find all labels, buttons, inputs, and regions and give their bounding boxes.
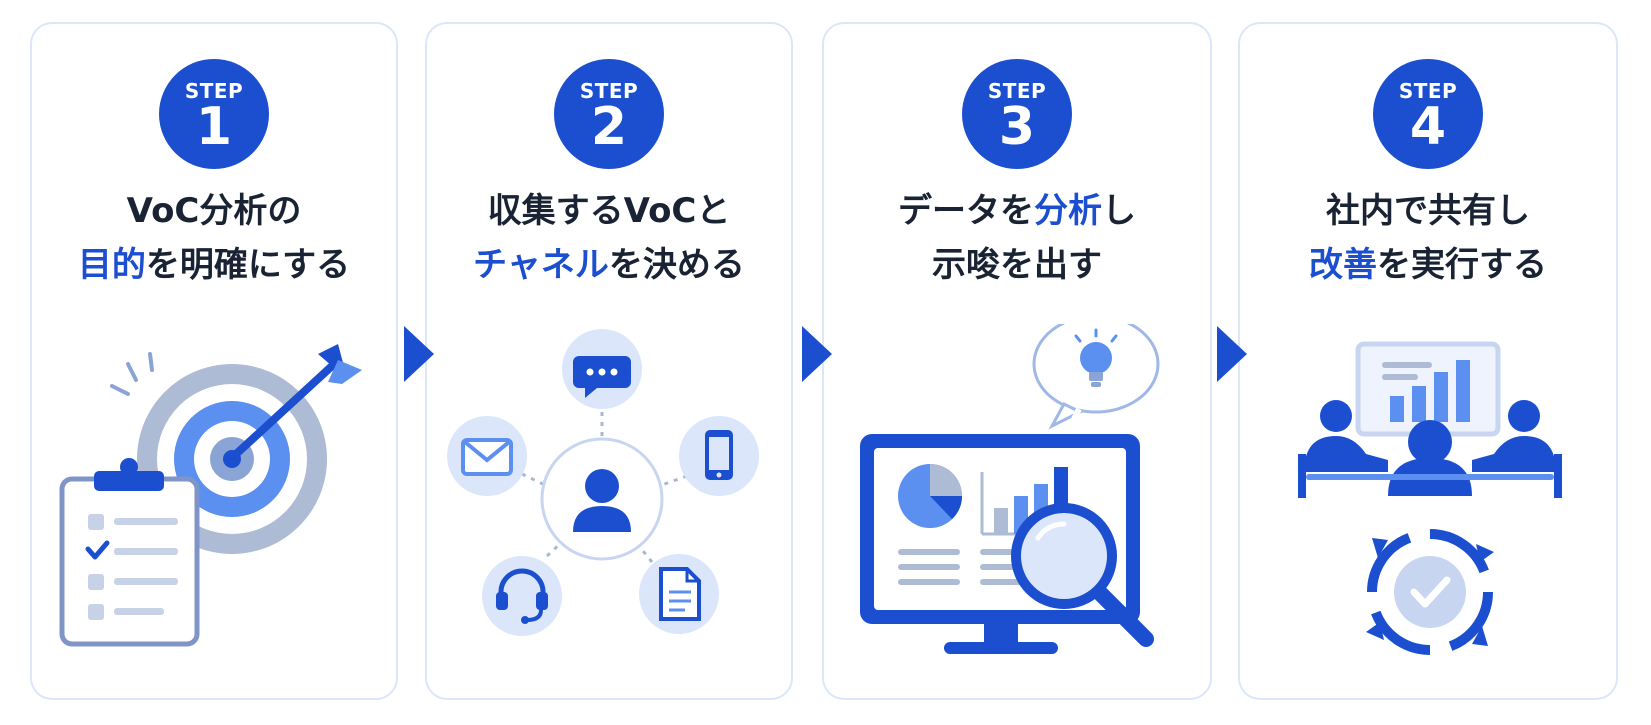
pie-chart-icon [898,464,962,528]
step-badge-label: STEP [184,79,244,103]
cycle-check-icon [1366,529,1494,655]
mail-icon [447,416,527,496]
step-badge-number: 2 [590,97,628,157]
arrow-icon [230,344,362,460]
title-segment: を明確にする [145,245,351,285]
step-badge-number: 4 [1409,97,1447,157]
clipboard-checklist-icon [59,458,200,647]
step-title-line: チャネルを決める [427,238,791,292]
title-highlight: 目的 [77,245,146,285]
step-badge-label: STEP [1398,79,1458,103]
step-card-2: STEP 2 収集するVoCと チャネルを決める [425,22,793,700]
chevron-right-icon [404,326,434,382]
chat-bubble-icon [562,329,642,409]
step-badge-2: STEP 2 [554,59,664,169]
step-title-line: 収集するVoCと [427,184,791,238]
headset-icon [482,556,562,636]
team-meeting-icon [1298,400,1562,498]
step-badge-3: STEP 3 [962,59,1072,169]
title-segment: 示唆を出す [932,245,1102,285]
magnifier-icon [1011,503,1154,647]
chevron-right-icon [802,326,832,382]
title-segment: し [1102,191,1136,231]
step-title-line: 目的を明確にする [32,238,396,292]
step-card-1: STEP 1 VoC分析の 目的を明確にする [30,22,398,700]
sparkle-lines-icon [110,352,154,396]
title-segment: を決める [608,245,745,285]
step-title-line: 示唆を出す [824,238,1210,292]
title-segment: データを [898,191,1034,231]
presentation-board-icon [1355,341,1501,437]
step-badge-label: STEP [579,79,639,103]
document-icon [639,554,719,634]
step-illustration-4 [1298,341,1562,655]
title-segment: 社内で共有し [1326,191,1530,231]
title-segment: を実行する [1377,245,1547,285]
title-highlight: 改善 [1309,245,1377,285]
step-badge-number: 3 [998,97,1036,157]
step-title-line: データを分析し [824,184,1210,238]
title-segment: 収集するVoCと [487,191,731,231]
step-badge-number: 1 [195,97,233,157]
step-illustration-2 [447,329,759,636]
step-badge-1: STEP 1 [159,59,269,169]
smartphone-icon [679,416,759,496]
step-title-line: VoC分析の [32,184,396,238]
step-card-4: STEP 4 社内で共有し 改善を実行する [1238,22,1618,700]
step-card-3: STEP 3 データを分析し 示唆を出す [822,22,1212,700]
title-highlight: 分析 [1034,191,1102,231]
step-badge-4: STEP 4 [1373,59,1483,169]
step-title-3: データを分析し 示唆を出す [824,184,1210,292]
title-highlight: チャネル [473,245,609,285]
step-title-line: 社内で共有し [1240,184,1616,238]
lightbulb-icon [1032,324,1160,430]
step-illustration-1 [59,344,362,647]
step-illustration-3 [860,324,1160,654]
step-badge-label: STEP [987,79,1047,103]
step-title-2: 収集するVoCと チャネルを決める [427,184,791,292]
user-icon [540,437,664,561]
step-title-1: VoC分析の 目的を明確にする [32,184,396,292]
step-title-line: 改善を実行する [1240,238,1616,292]
chevron-right-icon [1217,326,1247,382]
step-title-4: 社内で共有し 改善を実行する [1240,184,1616,292]
title-segment: VoC分析の [126,191,302,231]
